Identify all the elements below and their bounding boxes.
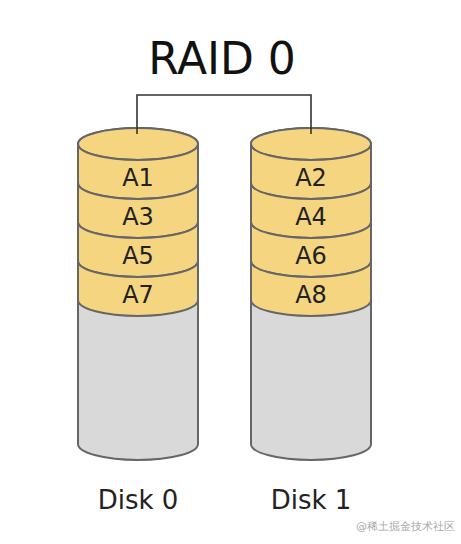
data-block: A2: [251, 144, 371, 199]
disk-label: Disk 1: [221, 483, 401, 517]
data-block: A3: [78, 183, 198, 238]
disk-cylinder: Disk 0A1A3A5A7: [78, 128, 198, 520]
block-label: A8: [251, 276, 371, 315]
block-band-shape: [251, 222, 371, 277]
block-band-shape: [251, 183, 371, 238]
block-label: A6: [251, 237, 371, 276]
data-block: A7: [78, 261, 198, 316]
data-block: A8: [251, 261, 371, 316]
block-band-shape: [78, 261, 198, 316]
watermark: @稀土掘金技术社区: [356, 519, 455, 534]
disk-cylinder: Disk 1A2A4A6A8: [251, 128, 371, 520]
block-label: A7: [78, 276, 198, 315]
bracket-line: [137, 95, 311, 134]
data-block: A5: [78, 222, 198, 277]
block-band-shape: [78, 144, 198, 199]
cylinder-body: [251, 128, 371, 460]
block-band-shape: [78, 222, 198, 277]
block-label: A4: [251, 198, 371, 237]
cylinder-body: [78, 128, 198, 460]
block-label: A1: [78, 159, 198, 198]
block-band-shape: [251, 144, 371, 199]
data-block: A4: [251, 183, 371, 238]
block-band-shape: [78, 183, 198, 238]
data-block: A1: [78, 144, 198, 199]
block-label: A3: [78, 198, 198, 237]
disk-label: Disk 0: [48, 483, 228, 517]
block-label: A5: [78, 237, 198, 276]
block-label: A2: [251, 159, 371, 198]
data-block: A6: [251, 222, 371, 277]
block-band-shape: [251, 261, 371, 316]
diagram-title: RAID 0: [112, 28, 332, 90]
